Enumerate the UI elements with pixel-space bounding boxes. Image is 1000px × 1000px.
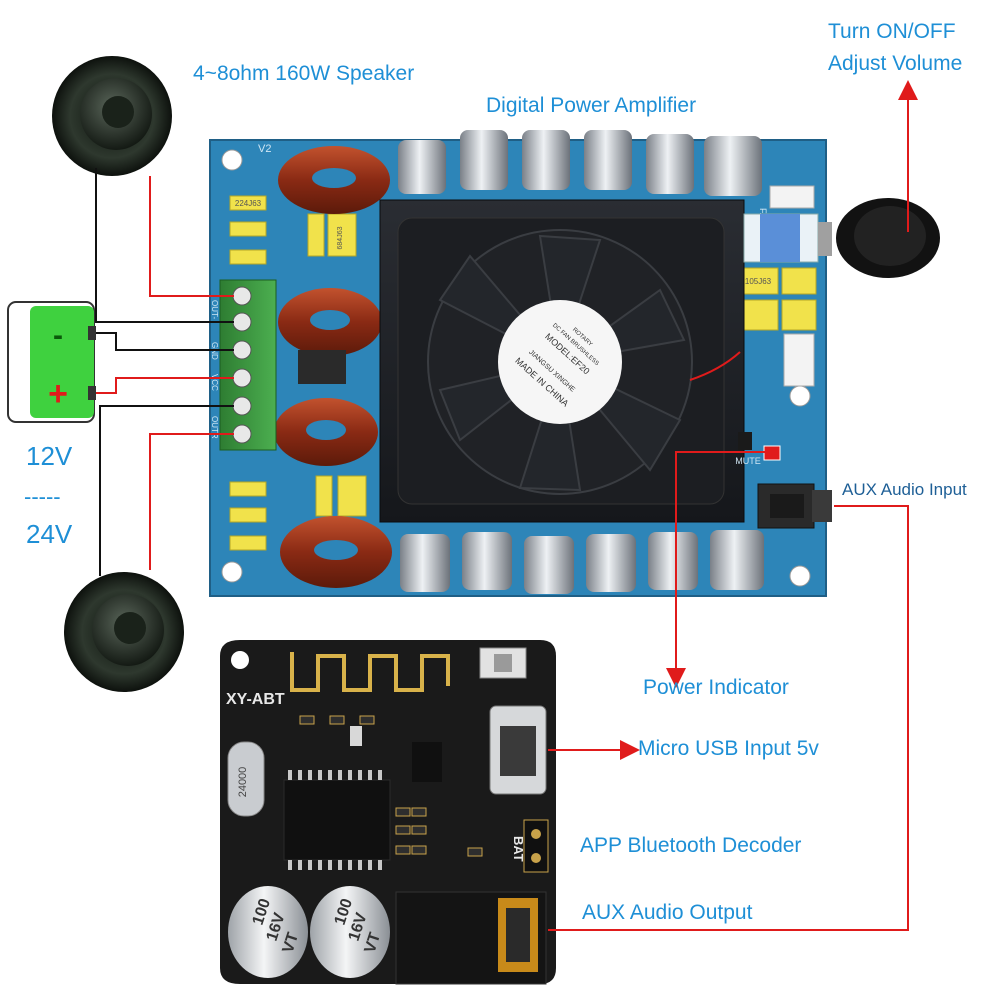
small-caps-left: 224J63: [229, 195, 267, 551]
mute-jumper: MUTE: [735, 432, 761, 466]
battery-minus: -: [53, 319, 63, 352]
micro-usb-label: Micro USB Input 5v: [638, 737, 819, 760]
mute-label: MUTE: [735, 456, 761, 466]
aux-output-jack[interactable]: [395, 891, 547, 985]
film-caps: 684J63 105J63: [307, 213, 817, 517]
voltage-separator: -----: [24, 484, 61, 509]
heatsink-fan: ROTARY DC FAN BRUSHLESS MODEL:EF20 JIANG…: [379, 199, 745, 523]
wires: [95, 80, 918, 931]
aux-output-label: AUX Audio Output: [582, 901, 753, 924]
terminal-block: OUT- GND VCC OUTR: [210, 279, 277, 451]
bottom-speaker: [64, 572, 184, 692]
amplifier-label: Digital Power Amplifier: [486, 94, 697, 117]
terminal-label-3: VCC: [210, 374, 219, 391]
bat-pads: BAT: [511, 819, 549, 873]
amplifier-board: V2 224J63 684J63 105J63: [209, 130, 940, 597]
capacitors-bottom: [400, 530, 764, 594]
fan-connector: [769, 185, 815, 209]
bt-cap-series-1: VT: [280, 930, 303, 955]
bluetooth-board: XY-ABT 24000: [220, 640, 556, 985]
speaker-label: 4~8ohm 160W Speaker: [193, 62, 415, 85]
battery: - +: [7, 301, 96, 423]
terminal-label-4: OUTR: [210, 416, 219, 439]
board-version: V2: [258, 143, 271, 155]
toroid-coils: [274, 146, 392, 588]
volume-label-line1: Turn ON/OFF: [828, 20, 956, 43]
terminal-label-1: OUT-: [210, 300, 219, 319]
film-cap-label-right: 105J63: [745, 277, 772, 286]
micro-usb-port[interactable]: [489, 705, 547, 795]
cap-label: 224J63: [235, 199, 262, 208]
voltage-low-label: 12V: [26, 441, 73, 471]
voltage-high-label: 24V: [26, 519, 73, 549]
battery-plus: +: [48, 375, 68, 413]
top-speaker: [52, 56, 172, 176]
bat-label: BAT: [511, 836, 526, 862]
bt-decoder-label: APP Bluetooth Decoder: [580, 834, 802, 857]
power-indicator-label: Power Indicator: [643, 676, 789, 699]
side-connector: [783, 333, 815, 387]
capacitors-top: [398, 130, 762, 196]
film-cap-label: 684J63: [337, 226, 344, 249]
crystal-label: 24000: [237, 767, 249, 798]
bt-cap-series-2: VT: [362, 930, 385, 955]
chip: [298, 350, 346, 384]
bt-capacitors: 100 16V VT 100 16V VT: [228, 886, 390, 978]
volume-label-line2: Adjust Volume: [828, 52, 963, 75]
bt-board-name: XY-ABT: [226, 691, 285, 708]
aux-input-jack[interactable]: [757, 483, 832, 529]
aux-input-label: AUX Audio Input: [842, 480, 967, 499]
